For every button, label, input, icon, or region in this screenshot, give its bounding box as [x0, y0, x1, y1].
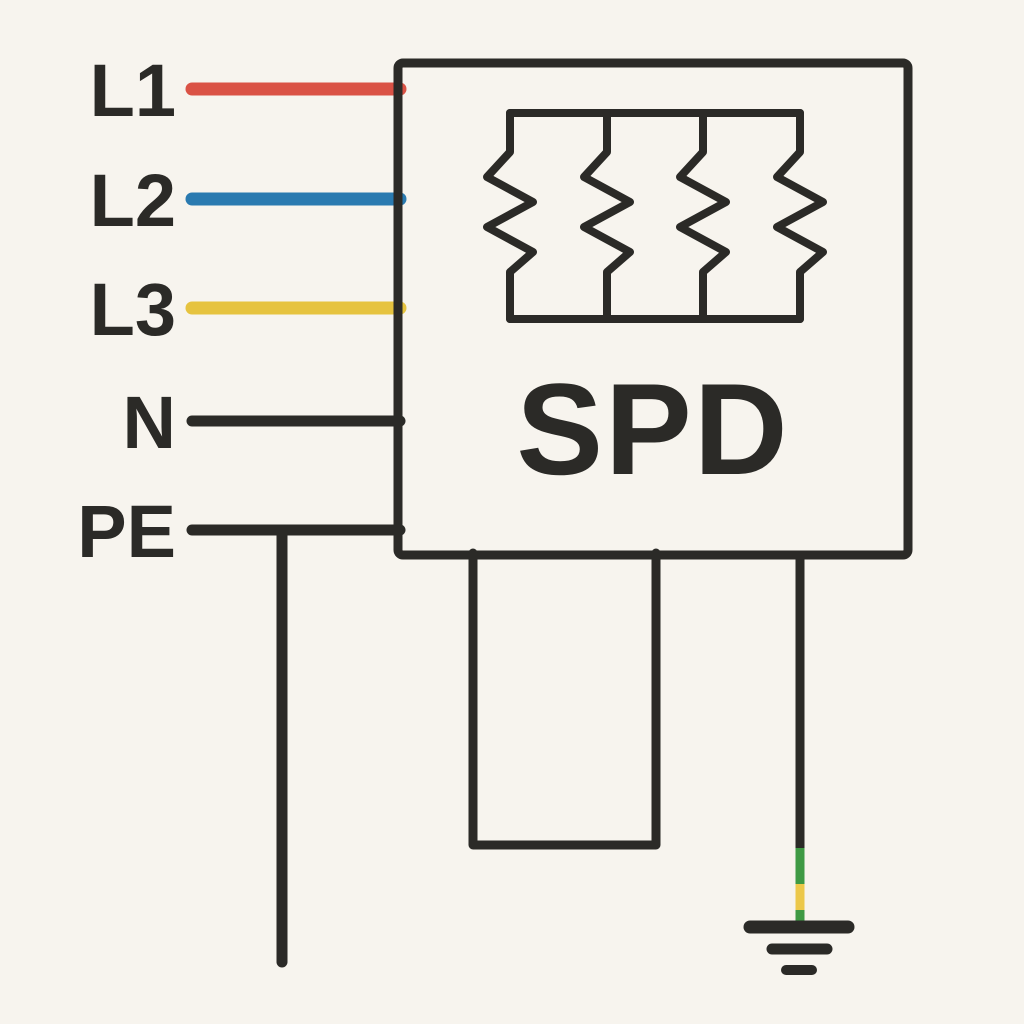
zigzag-element-2 [580, 109, 634, 323]
earth-ground-icon [743, 920, 855, 975]
zigzag-element-4 [773, 109, 827, 323]
label-l2: L2 [90, 159, 176, 242]
zigzag-element-1 [483, 109, 537, 323]
label-l1: L1 [90, 49, 176, 132]
label-l3: L3 [90, 268, 176, 351]
label-pe: PE [77, 490, 176, 573]
output-terminal-loop [468, 548, 661, 850]
label-n: N [123, 381, 176, 464]
varistor-bank-symbol [483, 109, 827, 323]
zigzag-element-3 [676, 109, 730, 323]
device-label: SPD [516, 356, 789, 502]
